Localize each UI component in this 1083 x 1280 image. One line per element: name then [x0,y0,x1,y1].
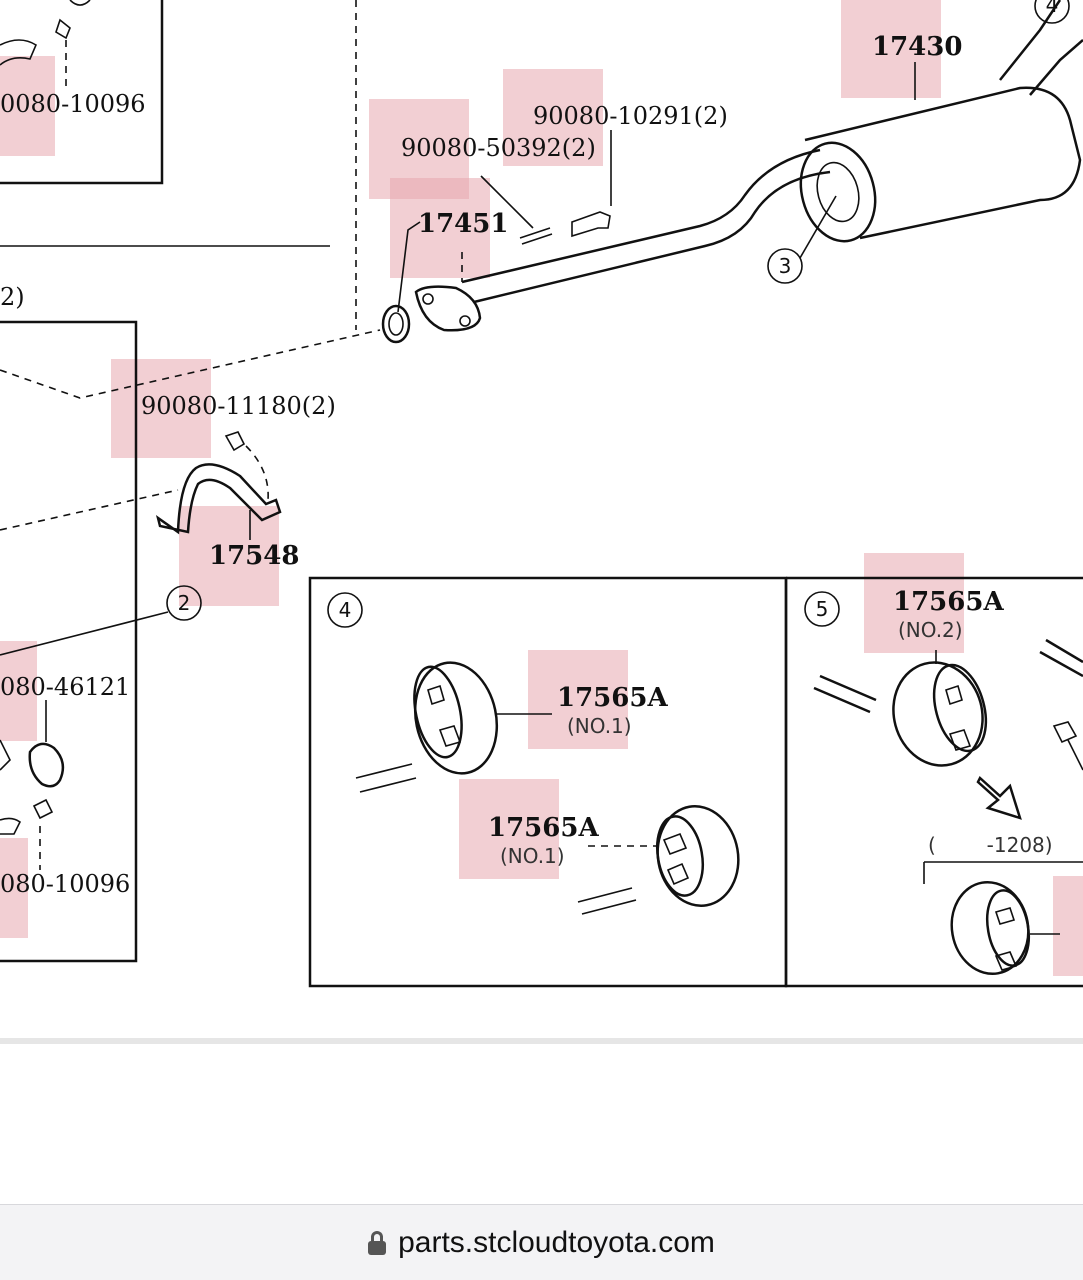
label-17565A-no1-a: 17565A [557,683,668,713]
label-17451: 17451 [418,209,508,239]
label-17565A-no2-sub: (NO.2) [898,618,963,642]
highlight-17430[interactable] [841,0,941,98]
highlight-90080-46121[interactable] [0,641,37,741]
hanger-bracket [155,431,282,540]
inset-box-top-left [0,0,164,185]
highlight-90080-11180[interactable] [111,359,211,458]
highlight-partial-right[interactable] [1053,876,1083,976]
highlight-17565A-no1-a[interactable] [528,650,628,749]
label-17565A-no2: 17565A [893,587,1004,617]
label-90080-46121: 080-46121 [0,673,130,701]
callout-4-top-circle[interactable] [1034,0,1070,24]
highlight-90080-10096-top[interactable] [0,56,55,156]
highlight-17565A-no2[interactable] [864,553,964,653]
callout-4-panel-circle [327,592,363,628]
label-17565A-no1-b: 17565A [488,813,599,843]
label-90080-11180: 90080-11180(2) [141,392,336,420]
callout-4-top: 4 [1046,0,1059,17]
label-17565A-no1-b-sub: (NO.1) [500,844,565,868]
lock-icon [368,1230,387,1255]
panel-5 [784,576,1083,988]
highlight-90080-10096-bottom[interactable] [0,838,28,938]
highlight-17565A-no1-b[interactable] [459,779,559,879]
label-17548: 17548 [209,541,299,571]
inset-box-left [0,320,138,963]
label-17565A-no1-a-sub: (NO.1) [567,714,632,738]
url-text[interactable]: parts.stcloudtoyota.com [398,1225,715,1259]
label-17430: 17430 [872,32,962,62]
dashed-leader-2 [0,489,179,531]
address-bar-content[interactable]: parts.stcloudtoyota.com [368,1226,715,1260]
page-divider [0,1038,1083,1044]
label-90080-10291: 90080-10291(2) [533,102,728,130]
callout-2-circle[interactable] [166,585,202,621]
callout-5-panel-circle [804,591,840,627]
dashed-leader-1 [0,329,381,399]
rubber-hanger-no2 [813,638,1083,820]
browser-address-bar[interactable]: parts.stcloudtoyota.com [0,1204,1083,1280]
leader-callout-3 [799,195,837,259]
page-blank-area [0,1044,1083,1204]
callout-3-circle[interactable] [767,248,803,284]
callout-5-panel: 5 [816,597,829,621]
callout-2: 2 [178,591,191,615]
label-left-partial: 2) [0,283,25,311]
label-range-note: ( -1208) [928,833,1053,857]
label-90080-50392: 90080-50392(2) [401,134,596,162]
exhaust-pipe-assembly [381,0,1083,344]
label-90080-10096-bottom: 080-10096 [0,870,130,898]
highlight-90080-10291[interactable] [503,69,603,166]
callout-4-panel: 4 [339,598,352,622]
leader-callout-2 [0,611,169,656]
label-90080-10096-top: 0080-10096 [0,90,146,118]
rubber-hanger-no1-a [355,661,552,793]
highlight-17548[interactable] [179,506,279,606]
rubber-hanger-lower [923,861,1083,976]
clamp-part [0,700,65,870]
highlight-17451[interactable] [390,178,490,278]
bolt-icon-top-left [0,0,91,90]
callout-3: 3 [779,254,792,278]
rubber-hanger-no1-b [577,805,740,915]
exhaust-parts-diagram: 3 2 4 4 5 17430 90080-10291(2) 90080-503… [0,0,1083,988]
